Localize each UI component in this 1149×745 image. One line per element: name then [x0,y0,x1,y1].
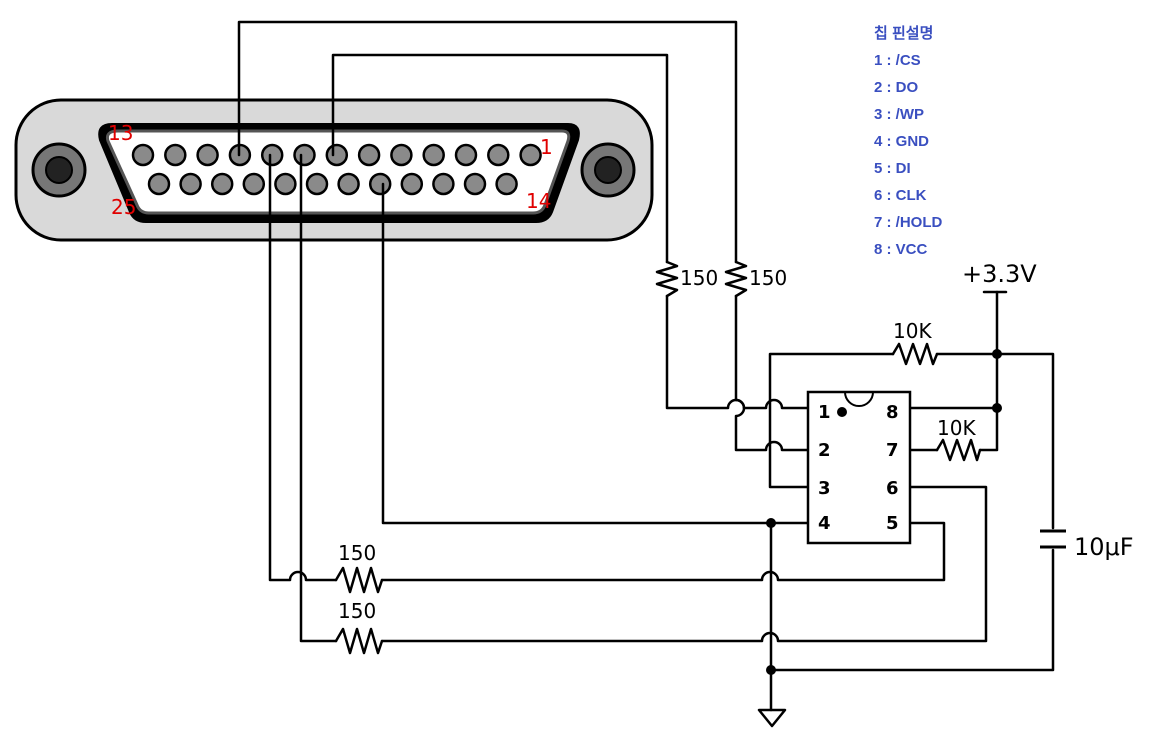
label-r10k-top: 10K [893,319,932,343]
label-r10k-pin7: 10K [937,416,976,440]
resistors [334,260,982,655]
legend-item: 6 : CLK [874,187,927,204]
chip-pin-1: 1 [818,402,831,423]
junctions [766,349,1002,675]
connector-pin [242,172,266,196]
legend-title: 칩 핀설명 [874,24,933,42]
connector-pin [293,143,316,167]
junction-dot [992,403,1002,413]
chip-body [806,390,912,545]
junction-dot [992,349,1002,359]
capacitor-10uf [1040,529,1066,549]
connector-pin [196,143,219,167]
wire-pin10-to-chip2 [237,20,738,264]
resistor-150-b [724,260,748,298]
ground-symbol [757,708,787,728]
connector-pin [147,172,171,196]
db25-connector: 13 1 25 14 [14,98,654,242]
connector-pin [422,143,445,167]
chip-pin-4: 4 [818,513,831,534]
connector-pin [519,143,542,167]
pin-label-25: 25 [111,195,136,219]
chip-pin-6: 6 [886,478,899,499]
connector-pin [454,143,478,167]
connector-pin [495,172,518,196]
pin-label-13: 13 [108,121,133,145]
connector-pin [357,143,381,167]
mounting-hole-left [31,142,87,198]
label-r150-c: 150 [338,541,376,565]
chip-pin-8: 8 [886,402,899,423]
connector-pin [390,143,413,167]
label-r150-a: 150 [680,266,718,290]
chip-pin-5: 5 [886,513,899,534]
chip-pin-7: 7 [886,440,899,461]
connector-pin [400,172,424,196]
wire-pin22-to-chip4 [381,182,810,525]
component-labels: 150 150 10K 10K 150 150 10μF +3.3V [338,260,1134,623]
connector-pin [325,143,349,167]
label-r150-d: 150 [338,599,376,623]
connector-pin [337,172,360,196]
label-r150-b: 150 [749,266,787,290]
resistor-10k-pin7 [935,438,982,462]
resistor-150-a [655,260,679,298]
junction-dot [766,665,776,675]
wire-chip3-pullup [768,352,895,489]
connector-pin [164,143,187,167]
connector-pin [305,172,329,196]
pin-legend: 칩 핀설명 1 : /CS 2 : DO 3 : /WP 4 : GND 5 :… [874,24,943,258]
chip-notch [844,391,874,407]
pin-label-1: 1 [540,135,553,159]
mounting-hole-right [580,142,636,198]
wire-r150b-to-chip2 [734,294,810,452]
connector-pin [432,172,455,196]
legend-item: 3 : /WP [874,106,924,123]
legend-item: 5 : DI [874,160,911,177]
resistor-10k-top [891,342,939,366]
legend-item: 2 : DO [874,79,919,96]
flash-chip: 1 2 3 4 8 7 6 5 [806,390,912,545]
connector-pin [487,143,510,167]
legend-item: 8 : VCC [874,241,928,258]
wire-pin7-to-chip1 [331,53,669,264]
legend-item: 1 : /CS [874,52,921,69]
connector-pin [179,172,202,196]
resistor-150-d [334,627,384,655]
wire-pin23-to-chip6 [299,153,338,643]
connector-pin [274,172,297,196]
connector-shell-inner [106,129,571,215]
wire-pin24-to-chip5 [268,153,338,582]
wire-10k-top-to-vcc [935,352,1055,530]
wire-cap-to-ground [769,548,1055,672]
label-supply: +3.3V [962,260,1037,288]
connector-pin [463,172,487,196]
pin-row-bottom [147,172,518,196]
legend-item: 4 : GND [874,133,929,150]
wire-vcc-rail [978,290,999,452]
connector-pin [260,143,284,167]
junction-dot [766,518,776,528]
chip-pin-3: 3 [818,478,831,499]
connector-pin [131,143,155,167]
pin1-marker [837,407,847,417]
chip-pin-2: 2 [818,440,831,461]
wire-r150a-to-chip1 [665,294,810,410]
wires [237,20,1055,728]
connector-pin [368,172,392,196]
connector-pin [210,172,234,196]
resistor-150-c [334,566,384,594]
legend-item: 7 : /HOLD [874,214,943,231]
label-capacitor: 10μF [1074,533,1134,561]
pin-label-14: 14 [526,189,551,213]
